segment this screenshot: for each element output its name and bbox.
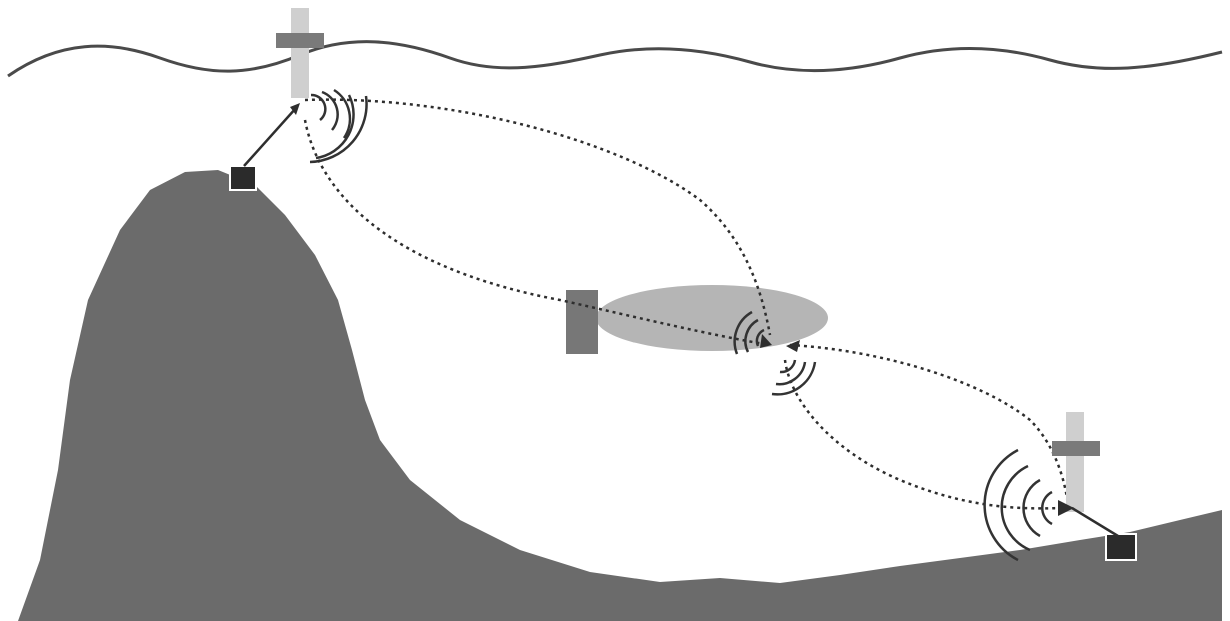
anchor-block-icon <box>1106 534 1136 560</box>
auv-icon <box>566 285 828 354</box>
tether-line <box>244 108 296 166</box>
acoustic-signal-icon <box>985 450 1052 560</box>
anchor-block-icon <box>230 166 256 190</box>
acoustic-signal-icon <box>310 90 367 162</box>
surface-buoy-icon <box>276 8 324 98</box>
tether-line <box>1072 508 1118 536</box>
water-surface-wave <box>8 42 1222 76</box>
seabed-buoy-icon <box>1052 412 1100 512</box>
seabed-terrain <box>18 170 1222 621</box>
